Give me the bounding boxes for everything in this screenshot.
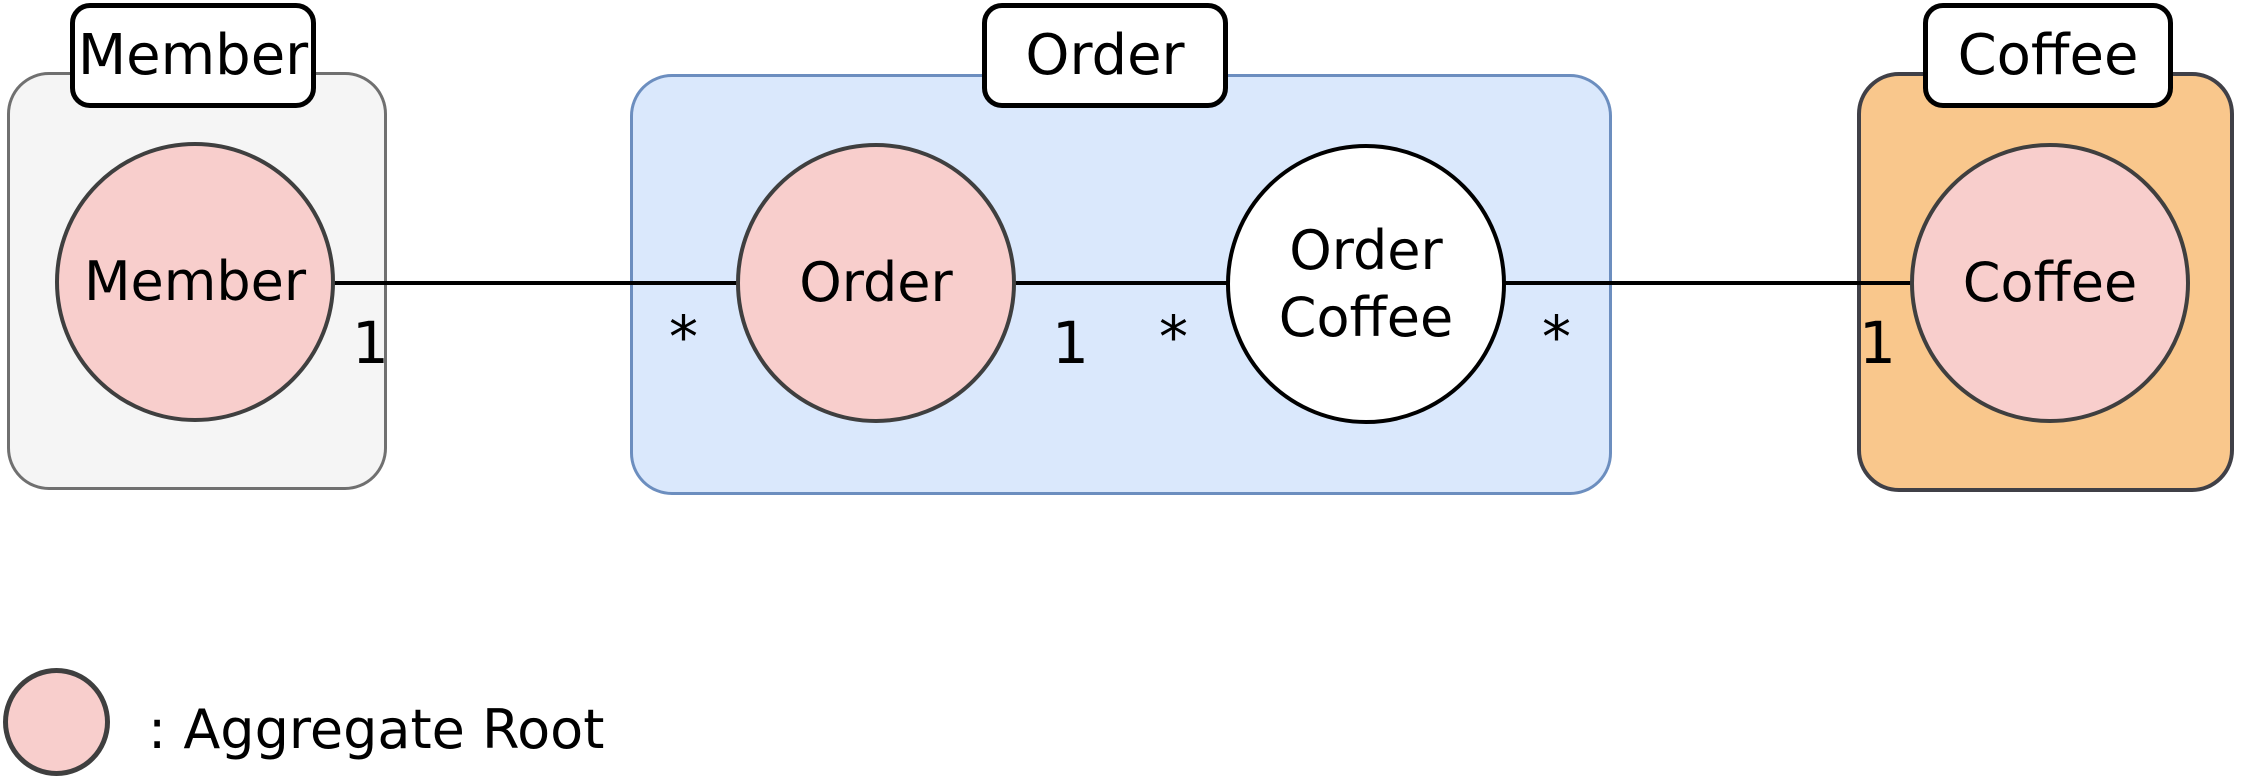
multiplicity-order-right: 1 — [1052, 309, 1089, 377]
order-group-title-text: Order — [1025, 23, 1185, 88]
legend-label: : Aggregate Root — [148, 698, 605, 761]
order-coffee-entity-circle: Order Coffee — [1226, 144, 1506, 424]
multiplicity-order-left: * — [669, 303, 698, 371]
order-coffee-entity-label: Order Coffee — [1278, 218, 1454, 350]
multiplicity-order-coffee-right: * — [1542, 303, 1571, 371]
coffee-entity-label: Coffee — [1962, 251, 2138, 315]
order-group-title: Order — [982, 3, 1228, 108]
member-group-title: Member — [70, 3, 316, 108]
multiplicity-coffee-left: 1 — [1859, 309, 1896, 377]
relation-line — [333, 281, 1913, 285]
member-entity-label: Member — [83, 250, 307, 314]
member-group-title-text: Member — [77, 23, 309, 88]
order-entity-label: Order — [799, 251, 953, 315]
coffee-group-title: Coffee — [1923, 3, 2173, 108]
order-entity-circle: Order — [736, 143, 1016, 423]
coffee-entity-circle: Coffee — [1910, 143, 2190, 423]
aggregate-root-icon — [3, 668, 110, 776]
multiplicity-order-coffee-left: * — [1159, 303, 1188, 371]
multiplicity-member-right: 1 — [352, 309, 389, 377]
member-entity-circle: Member — [55, 142, 335, 422]
coffee-group-title-text: Coffee — [1957, 23, 2139, 88]
